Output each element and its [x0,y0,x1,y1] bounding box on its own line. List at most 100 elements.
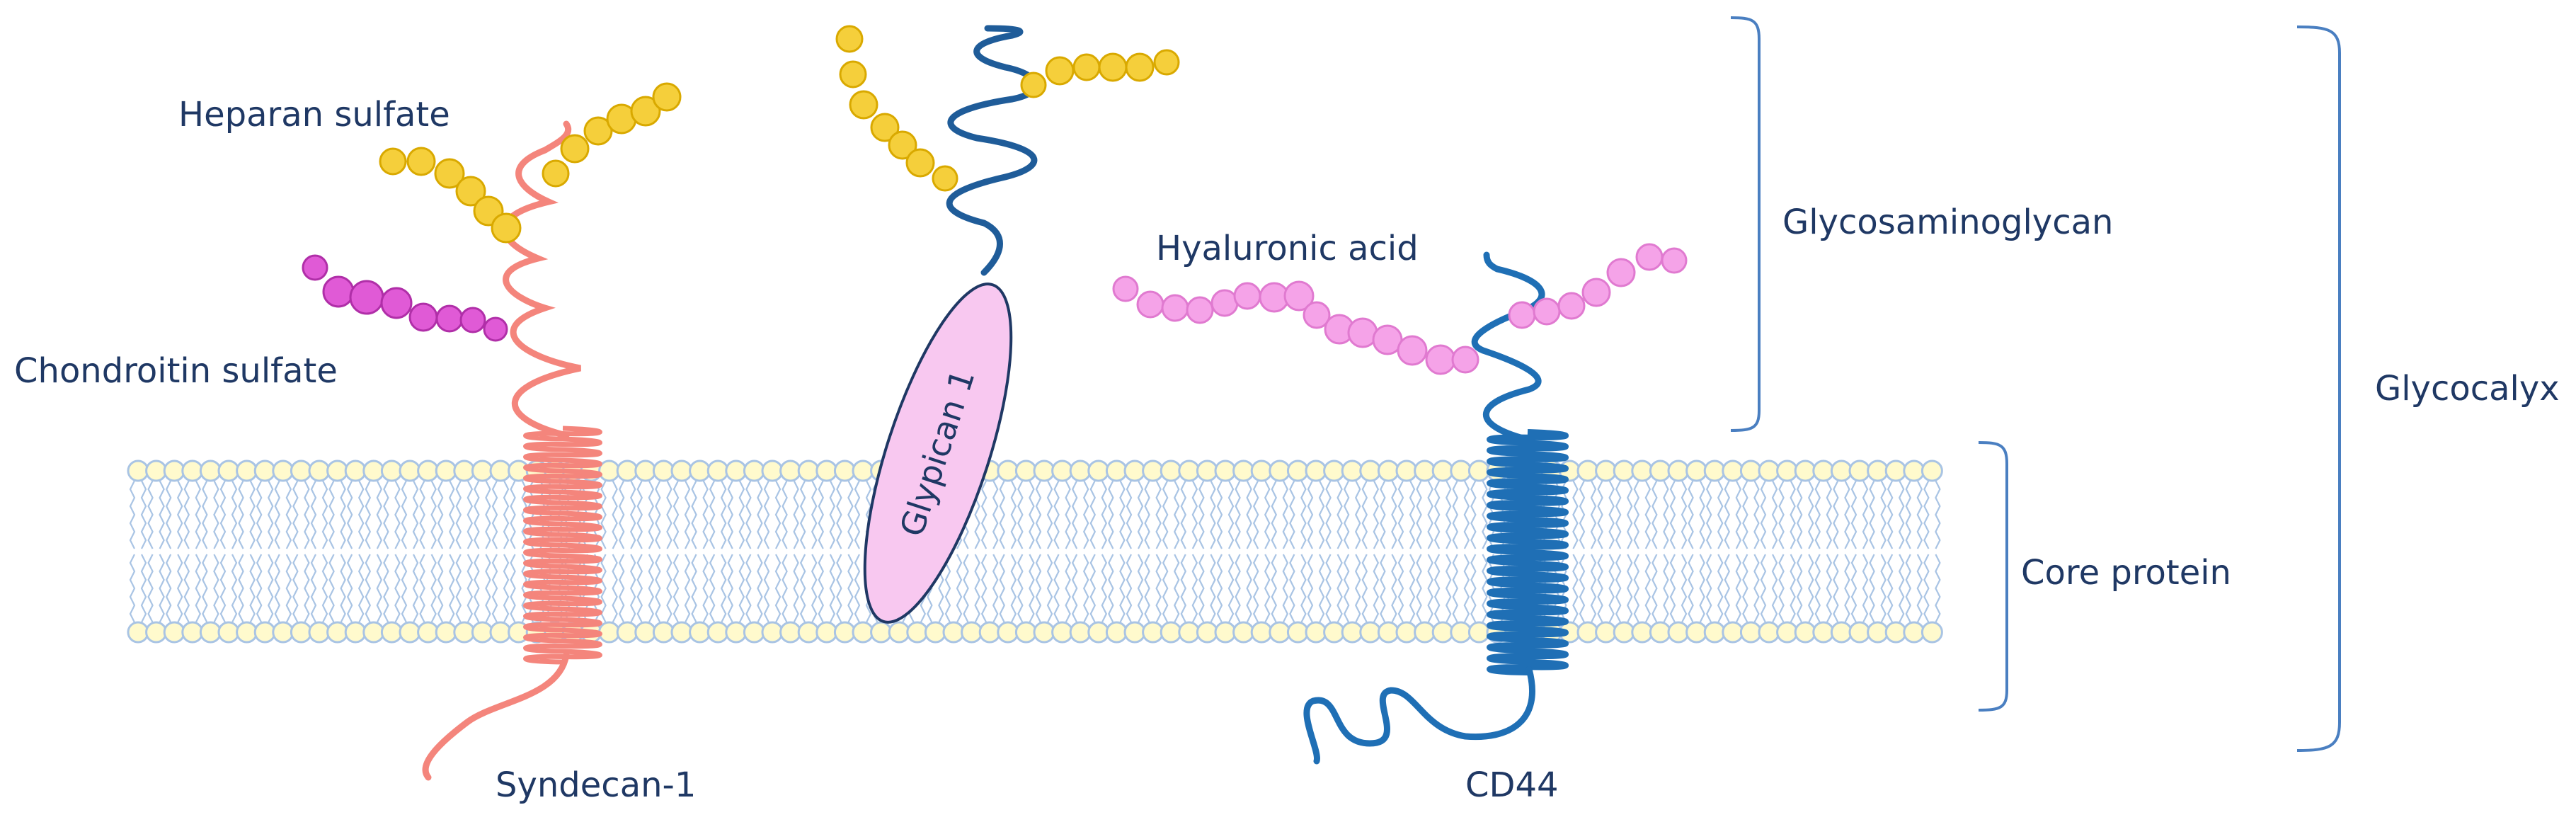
lipid-tail [485,480,491,549]
lipid-head [181,459,204,482]
lipid-tail [818,554,825,623]
lipid-tail [503,554,510,623]
lipid-tail [757,554,763,623]
lipid-tail [256,554,263,623]
lipid-tail [1300,480,1307,549]
sugar-bead [1303,301,1331,329]
lipid-tail [346,554,353,623]
lipid-tail [992,554,999,623]
lipid-tail [702,480,709,549]
hyaluronic-acid-chain [1112,243,1688,375]
lipid-tail [1869,554,1875,623]
lipid-tail [491,554,498,623]
lipid-tail [1807,480,1814,549]
sugar-bead [380,287,413,319]
lipid-tail [1826,554,1833,623]
sugar-bead [435,304,464,333]
glycocalyx-label: Glycocalyx [2375,369,2560,409]
glypican-1-core-body [863,282,1013,624]
lipid-tail [1082,554,1089,623]
lipid-tail [612,480,618,549]
lipid-tail [709,554,716,623]
sugar-bead [455,176,486,207]
lipid-head [1812,459,1835,482]
lipid-tail [727,480,734,549]
lipid-tail [1065,480,1071,549]
lipid-tail [1916,554,1923,623]
lipid-tail [1869,480,1875,549]
syndecan-1-intracellular-tail [422,651,570,781]
lipid-tail [1361,554,1368,623]
lipid-tail [1343,554,1350,623]
lipid-tail [231,554,238,623]
lipid-tail [1463,554,1470,623]
lipid-tail [655,554,661,623]
lipid-tail [1144,554,1150,623]
lipid-head [1920,459,1943,482]
lipid-tail [1572,480,1579,549]
sugar-bead [839,60,867,89]
lipid-tail [213,554,219,623]
lipid-head [1123,459,1146,482]
lipid-tail [1227,554,1235,623]
lipid-tail [1916,480,1923,549]
lipid-head [1250,459,1273,482]
lipid-head [253,459,276,482]
lipid-tail [1850,480,1857,549]
cd44-extracellular-chain [1471,251,1545,443]
lipid-tail [1173,554,1180,623]
lipid-head [942,621,965,644]
lipid-tail [1760,554,1767,623]
lipid-head [1884,459,1907,482]
lipid-tail [140,480,147,549]
lipid-head [1160,621,1182,644]
lipid-head [743,621,765,644]
lipid-head [1667,459,1690,482]
lipid-tail [847,554,854,623]
lipid-head [236,621,258,644]
lipid-head [1323,459,1346,482]
lipid-tail [340,554,346,623]
lipid-tail [466,480,474,549]
lipid-tail [636,554,643,623]
lipid-head [1450,621,1472,644]
lipid-head [961,621,983,644]
lipid-tail [1887,554,1894,623]
lipid-head [362,621,385,644]
lipid-tail [1935,480,1941,549]
lipid-tail [1898,480,1905,549]
lipid-tail [854,554,861,623]
sugar-bead [560,134,590,164]
lipid-tail [357,480,365,549]
lipid-tail [1452,554,1459,623]
lipid-head [1595,459,1618,482]
lipid-tail [1010,554,1017,623]
lipid-head [1414,621,1436,644]
lipid-tail [256,480,263,549]
lipid-tail [1252,554,1259,623]
lipid-tail [763,554,770,623]
sugar-bead [1451,346,1479,374]
lipid-tail [1790,554,1796,623]
heparan-sulfate-chain-2 [542,82,682,188]
lipid-head [1341,621,1363,644]
lipid-tail [1089,480,1097,549]
lipid-head [1576,459,1599,482]
lipid-head [380,621,403,644]
lipid-tail [1579,554,1586,623]
lipid-tail [836,480,842,549]
lipid-head [1142,621,1164,644]
lipid-head [888,621,910,644]
lipid-tail [1633,480,1640,549]
lipid-head [779,621,802,644]
lipid-tail [1633,554,1640,623]
lipid-head [779,459,802,482]
lipid-head [833,621,856,644]
lipid-head [489,459,512,482]
lipid-tail [437,554,444,623]
lipid-tail [720,480,727,549]
lipid-tail [249,554,256,623]
lipid-tail [1289,480,1295,549]
lipid-tail [1053,554,1060,623]
lipid-head [290,621,312,644]
